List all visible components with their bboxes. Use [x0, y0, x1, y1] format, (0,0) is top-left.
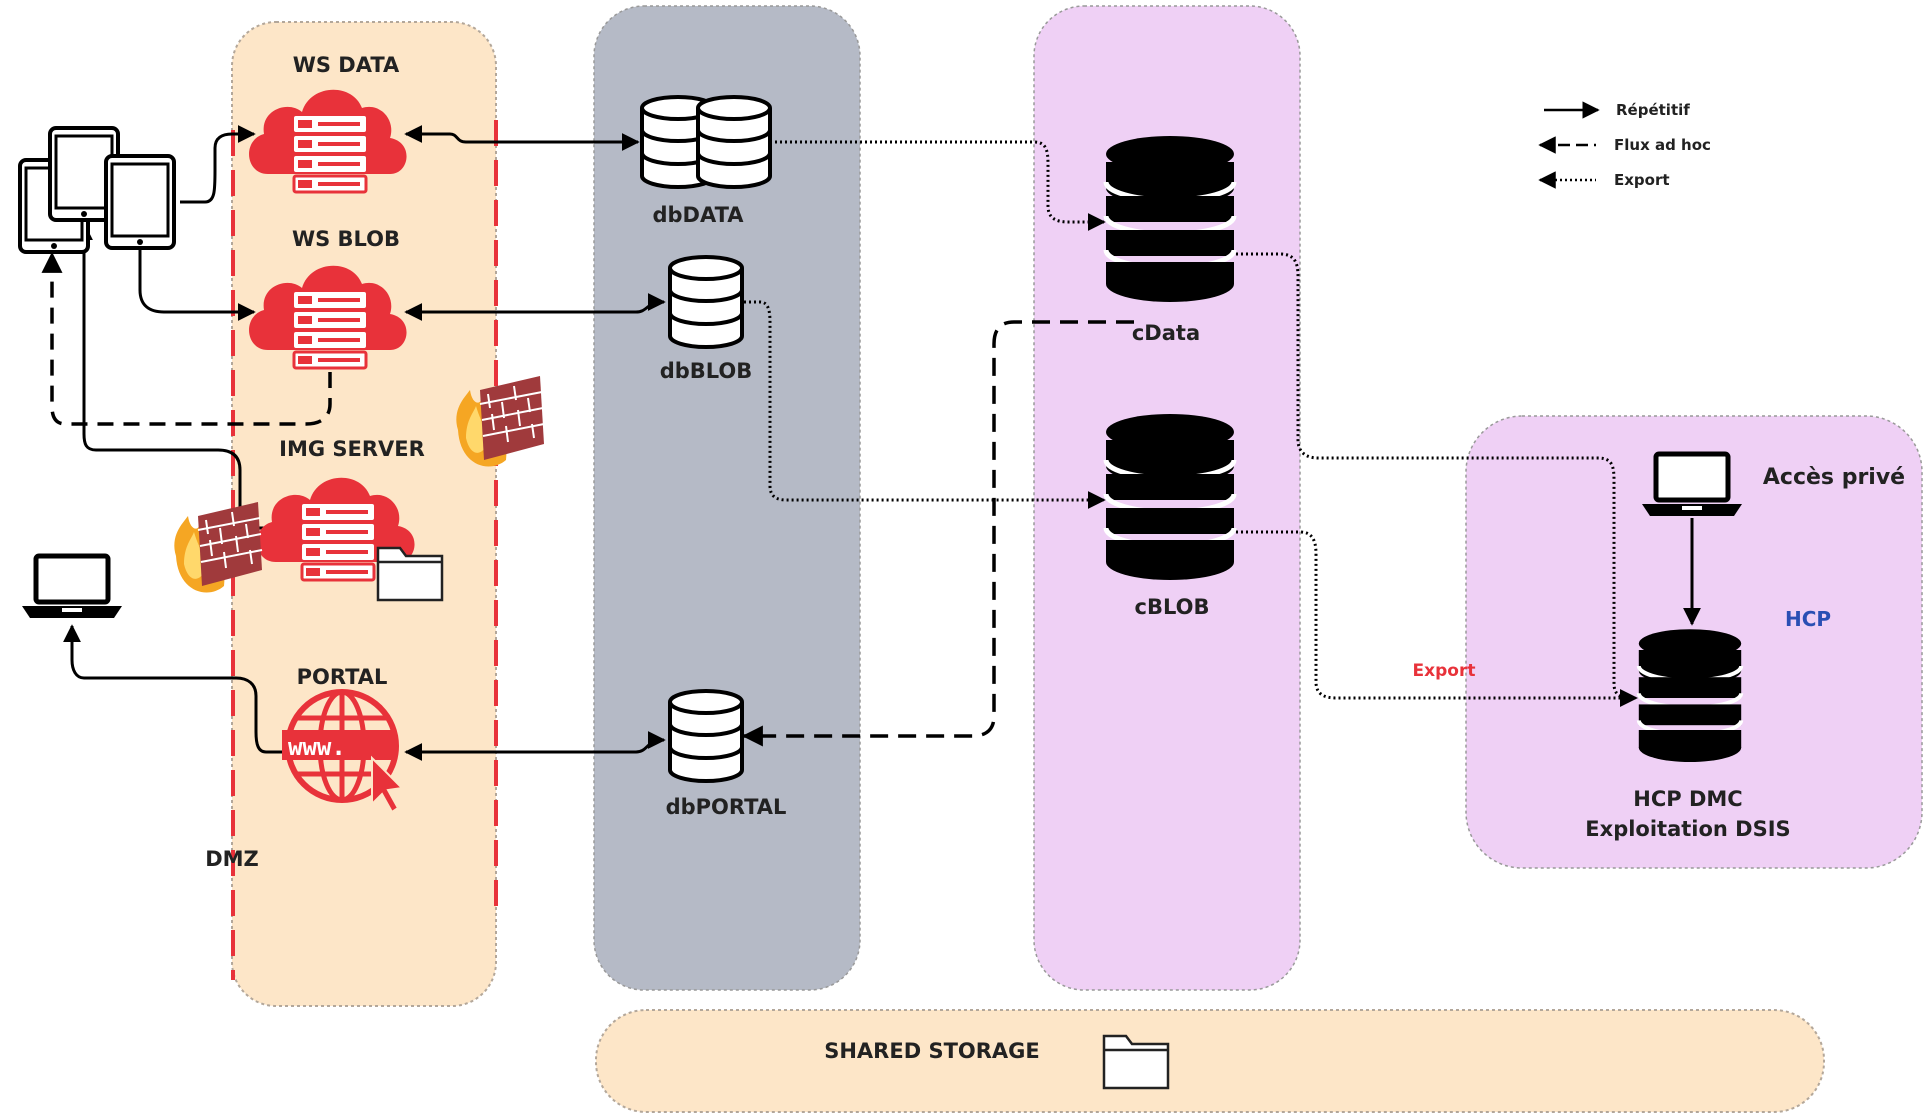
legend-repetitif-label: Répétitif: [1616, 101, 1690, 119]
hcp-dmc-label-line2: Exploitation DSIS: [1585, 817, 1790, 841]
img-server-label: IMG SERVER: [279, 437, 425, 461]
hcp-label: HCP: [1785, 607, 1831, 631]
hcp-dmc-database-icon: [1639, 629, 1741, 762]
flow-portal-to-laptop: [63, 624, 282, 754]
export-annotation: Export: [1413, 661, 1476, 681]
db-portal-label: dbPORTAL: [666, 795, 787, 819]
cblob-database-icon: [1106, 414, 1234, 580]
dmz-label: DMZ: [205, 847, 259, 871]
db-blob-database-icon: [668, 255, 744, 349]
ws-blob-label: WS BLOB: [292, 227, 400, 251]
db-data-label: dbDATA: [652, 203, 744, 227]
laptop-icon: [22, 556, 122, 618]
flow-cdata-to-db-portal-adhoc: [741, 320, 1134, 747]
portal-url-text: www.: [288, 733, 346, 761]
flow-ws-data-db-data: [404, 125, 640, 151]
tablet-icon: [104, 154, 176, 250]
legend-export-label: Export: [1614, 171, 1670, 189]
legend-flux-ad-hoc-label: Flux ad hoc: [1614, 136, 1711, 154]
private-access-label: Accès privé: [1763, 465, 1905, 490]
export-cdata-to-hcp: [1236, 252, 1638, 707]
flow-ws-blob-to-tablet-adhoc: [41, 251, 332, 426]
hcp-dmc-label-line1: HCP DMC: [1633, 787, 1742, 811]
flow-tablets-to-ws-blob: [138, 250, 256, 321]
flow-portal-db-portal: [404, 731, 666, 761]
db-blob-label: dbBLOB: [660, 359, 753, 383]
db-data-double-database-icon: [696, 95, 772, 189]
flow-tablets-to-ws-data: [180, 125, 256, 204]
laptop-icon: [1642, 454, 1742, 516]
legend: Répétitif Flux ad hoc Export: [1538, 101, 1711, 189]
shared-storage-label: SHARED STORAGE: [824, 1039, 1040, 1063]
export-db-blob-to-cblob: [744, 300, 1106, 509]
ws-data-label: WS DATA: [293, 53, 400, 77]
folder-icon: [376, 546, 444, 602]
export-db-data-to-cdata: [770, 140, 1106, 231]
cdata-label: cData: [1132, 321, 1200, 345]
cdata-database-icon: [1106, 136, 1234, 302]
portal-label: PORTAL: [297, 665, 388, 689]
flow-ws-blob-db-blob: [404, 293, 666, 321]
cblob-label: cBLOB: [1135, 595, 1210, 619]
shared-storage-zone: [595, 1009, 1825, 1113]
export-cblob-to-hcp: [1236, 530, 1638, 707]
portal-globe-www-icon: www.: [282, 692, 402, 812]
db-portal-database-icon: [668, 689, 744, 783]
folder-icon: [1102, 1034, 1170, 1090]
